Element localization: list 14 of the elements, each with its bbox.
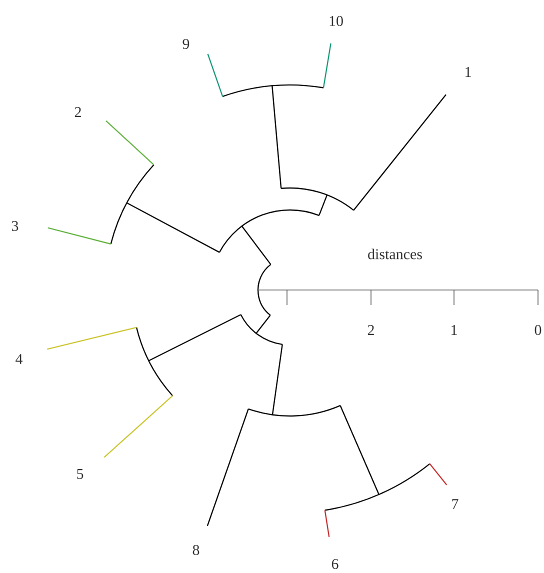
axis-title: distances (368, 248, 422, 260)
tick-label: 1 (452, 325, 457, 335)
leaf-label: 10 (330, 16, 343, 26)
leaf-label: 1 (466, 67, 471, 77)
leaf-label: 3 (12, 220, 18, 232)
leaf-label: 6 (332, 558, 338, 570)
leaf-label: 7 (452, 499, 458, 509)
tick-label: 0 (534, 324, 542, 336)
tick-label: 2 (368, 325, 374, 335)
leaf-label: 9 (182, 38, 190, 50)
leaf-label: 5 (77, 469, 84, 479)
leaf-label: 8 (192, 544, 200, 556)
leaf-label: 4 (16, 354, 22, 364)
leaf-label: 2 (74, 107, 81, 117)
